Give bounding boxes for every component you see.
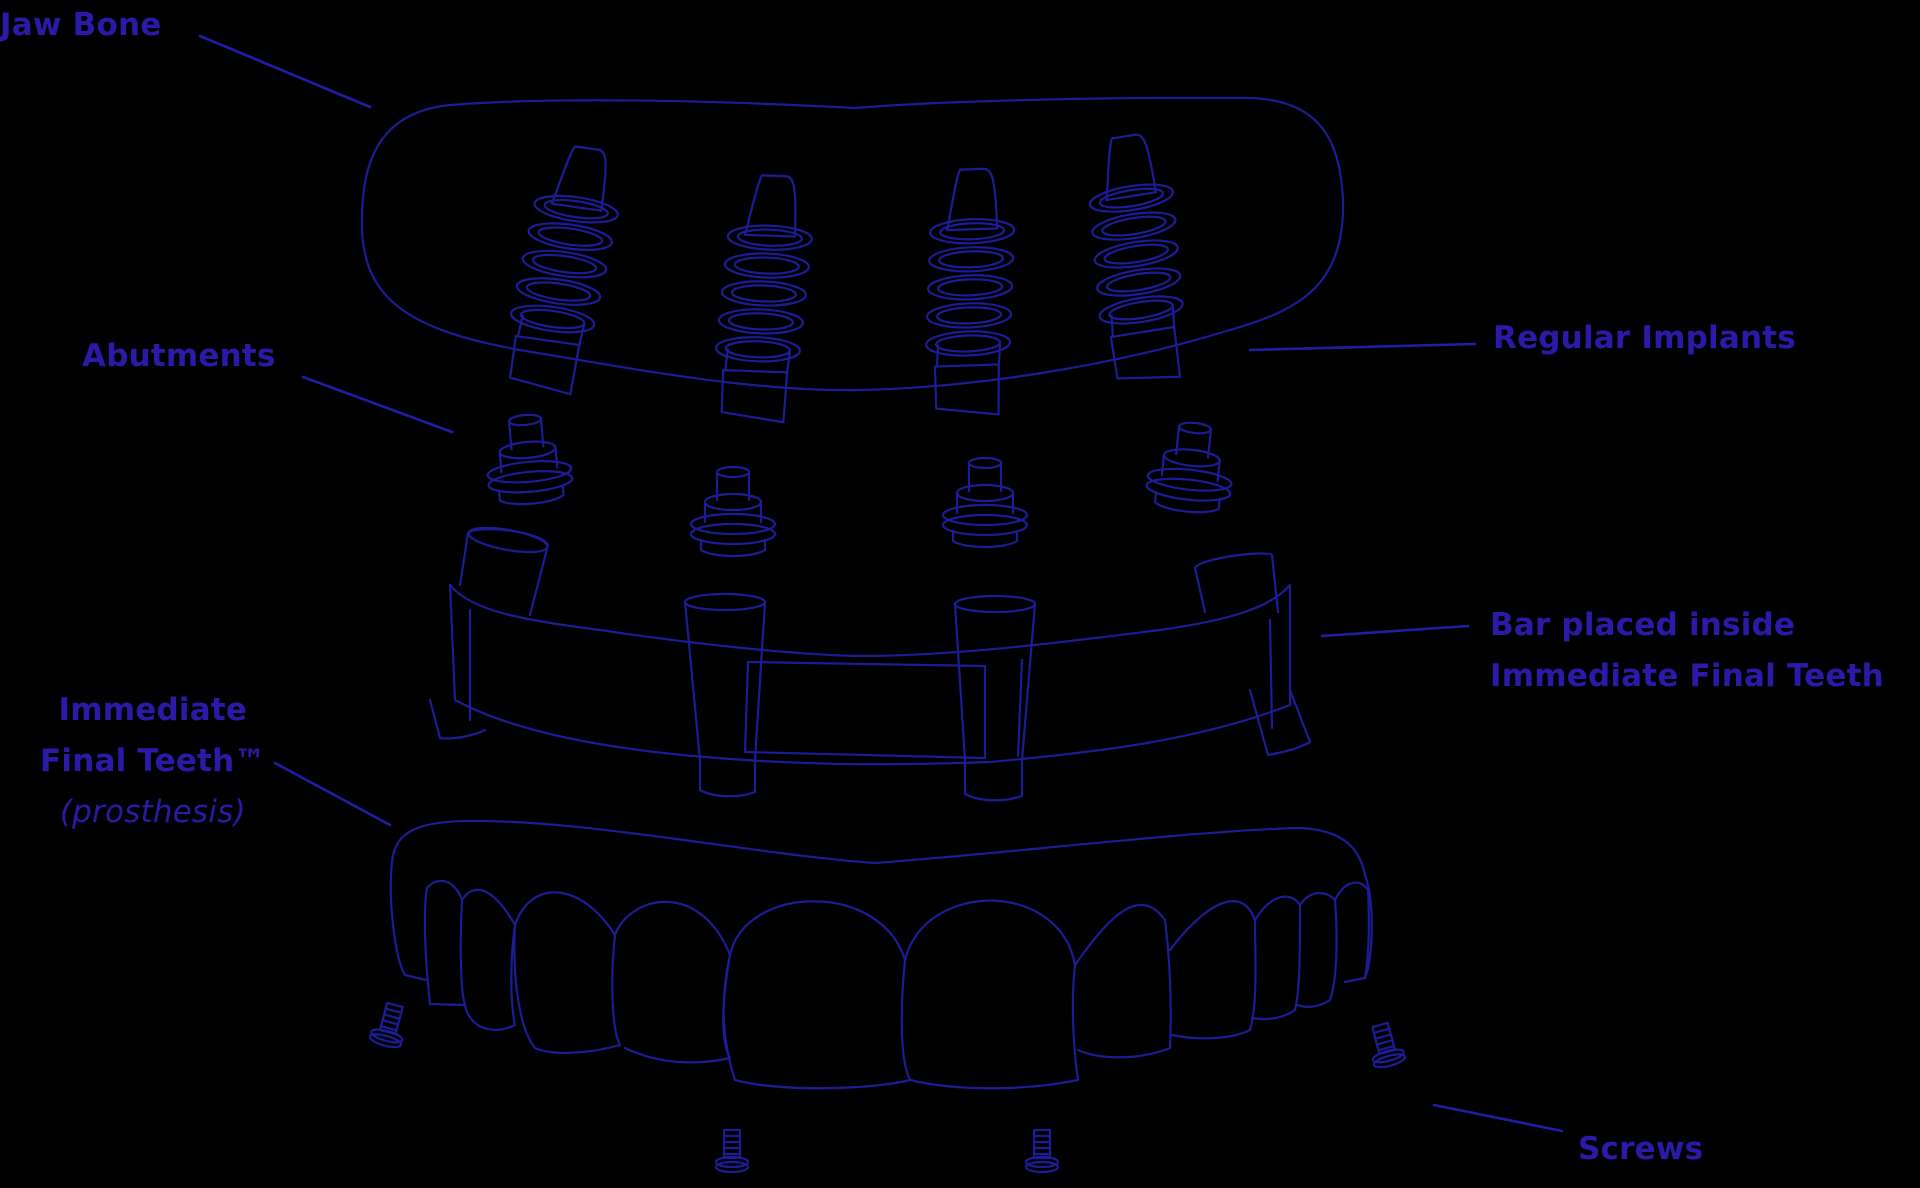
implant-4 [1071,129,1203,389]
label-prosthesis-line1: Immediate [58,692,248,728]
leader-screws [1432,1103,1564,1133]
leader-abutments [301,375,454,434]
abutment-1 [481,410,576,509]
abutment-4 [1143,417,1239,518]
label-bar-line2: Immediate Final Teeth [1490,658,1884,694]
label-regular-implants: Regular Implants [1493,320,1796,356]
screw-2 [714,1128,750,1174]
screw-1 [367,999,412,1051]
label-bar: Bar placed inside Immediate Final Teeth [1490,600,1884,702]
leader-prosthesis [273,761,392,827]
abutment-2 [689,465,777,558]
label-prosthesis-line3: (prosthesis) [40,787,266,838]
leader-jaw-bone [198,34,372,109]
screw-4 [1363,1019,1408,1071]
label-bar-line1: Bar placed inside [1490,607,1796,643]
label-screws: Screws [1578,1131,1704,1167]
prosthesis-teeth [389,819,1373,1090]
jaw-bone-outline [360,96,1345,392]
label-jaw-bone: Jaw Bone [0,7,162,43]
label-prosthesis-italic: (prosthesis) [59,794,246,830]
implant-3 [918,166,1022,418]
screw-3 [1024,1128,1060,1174]
leader-regular-implants [1248,342,1477,352]
bar [428,526,1312,802]
implant-1 [499,139,628,399]
label-abutments: Abutments [82,338,276,374]
label-prosthesis-line2: Final Teeth™ [40,743,266,779]
leader-bar [1320,624,1470,638]
abutment-3 [941,456,1029,549]
label-prosthesis: Immediate Final Teeth™ (prosthesis) [40,685,266,838]
